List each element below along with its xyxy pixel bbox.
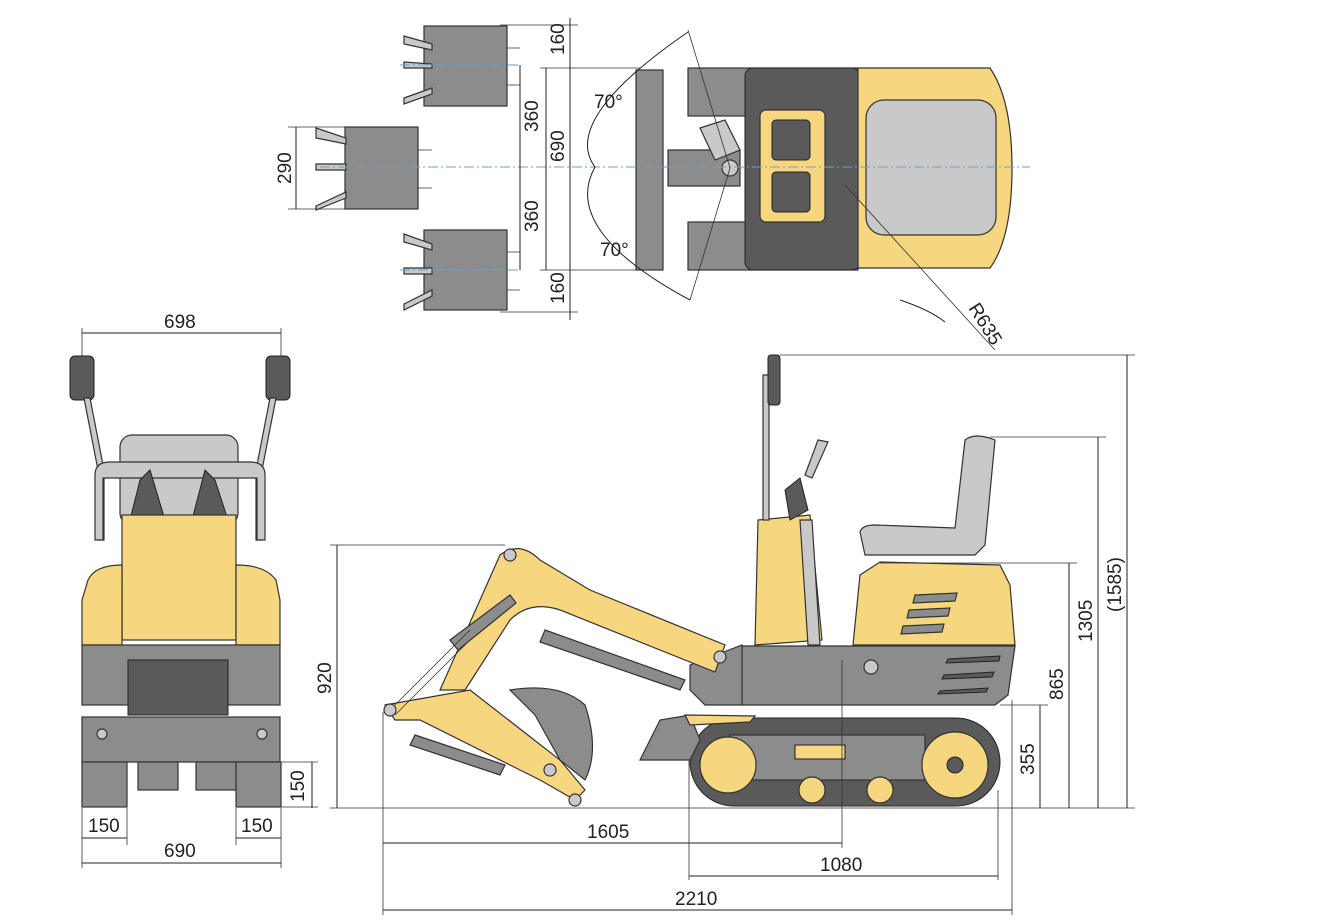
engine-cover-side	[852, 561, 1016, 646]
mirror-left	[69, 355, 95, 401]
dim-150-left-track: 150	[88, 816, 120, 837]
blade-front	[81, 716, 281, 763]
top-view: 160 360 690 360 160 290 70° 70° R635	[275, 18, 1030, 351]
seat-side	[859, 435, 996, 556]
dozer-blade-top	[635, 69, 664, 271]
dim-690-track: 690	[548, 130, 569, 162]
track-right-front	[235, 761, 282, 808]
swing-angle-left: 70°	[594, 92, 623, 113]
side-view: 920 1605 1080 2210 355 865 1305 (1585)	[315, 354, 1135, 915]
mirror-right	[265, 355, 291, 401]
boom-side	[439, 548, 726, 691]
dim-920-height: 920	[315, 662, 336, 694]
boom-cylinder	[539, 629, 686, 691]
swing-angle-right: 70°	[600, 240, 629, 261]
dim-2210-length: 2210	[675, 889, 717, 910]
dim-360-bottom: 360	[522, 200, 543, 232]
front-view: 698 150 150 690 150	[69, 312, 318, 868]
control-box-front	[121, 514, 237, 641]
dim-150-blade: 150	[288, 770, 309, 802]
swing-arc	[587, 31, 691, 301]
mirror-side	[767, 354, 781, 406]
bucket-top-position	[403, 25, 520, 107]
dim-355-clearance: 355	[1018, 743, 1039, 775]
dozer-blade-side	[639, 714, 701, 761]
dim-690-width: 690	[164, 841, 196, 862]
tail-swing-radius: R635	[964, 300, 1006, 350]
idler-wheel	[699, 736, 757, 794]
bucket-side	[508, 687, 594, 781]
arm-cylinder	[409, 734, 506, 776]
bucket-center-position	[315, 126, 432, 211]
dim-160-top: 160	[548, 23, 569, 55]
dim-698-mirrors: 698	[164, 312, 196, 333]
dim-360-top: 360	[522, 100, 543, 132]
dim-1080-track: 1080	[820, 855, 862, 876]
dim-1605-reach: 1605	[587, 822, 629, 843]
track-left-front	[81, 761, 128, 808]
dim-1585-overall-height: (1585)	[1105, 557, 1126, 612]
dim-290-bucket: 290	[275, 152, 296, 184]
dim-1305-seat: 1305	[1076, 600, 1097, 642]
dim-150-right-track: 150	[241, 816, 273, 837]
dim-865-body: 865	[1047, 668, 1068, 700]
dim-160-bottom: 160	[548, 272, 569, 304]
